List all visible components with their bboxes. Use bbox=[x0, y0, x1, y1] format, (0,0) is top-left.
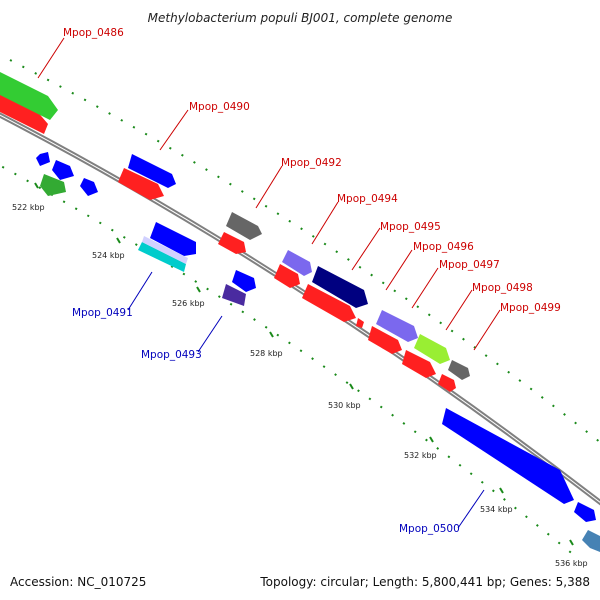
gene-blue-0490[interactable] bbox=[128, 154, 176, 188]
forward-label-group: Mpop_0486 Mpop_0490 Mpop_0492 Mpop_0494 … bbox=[37, 27, 561, 351]
label-mpop-0486[interactable]: Mpop_0486 bbox=[63, 27, 124, 39]
cds-mpop-0495[interactable] bbox=[302, 284, 356, 322]
tick-label-524: 524 kbp bbox=[92, 251, 125, 260]
cds-mpop-0496[interactable] bbox=[368, 326, 402, 354]
forward-cds-track bbox=[0, 92, 456, 392]
label-mpop-0493[interactable]: Mpop_0493 bbox=[141, 349, 202, 361]
outer-feature-track bbox=[0, 72, 470, 380]
tick-label-530: 530 kbp bbox=[328, 401, 361, 410]
reverse-cds-track bbox=[36, 152, 600, 552]
topology-text: Topology: circular; Length: 5,800,441 bp… bbox=[259, 575, 590, 589]
tick-label-528: 528 kbp bbox=[250, 349, 283, 358]
reverse-label-group: Mpop_0491 Mpop_0493 Mpop_0500 bbox=[72, 271, 485, 535]
gene-lime-0497[interactable] bbox=[414, 334, 450, 364]
gene-gray-0492[interactable] bbox=[226, 212, 262, 240]
tick-label-532: 532 kbp bbox=[404, 451, 437, 460]
cds-blue-0500b[interactable] bbox=[574, 502, 596, 522]
cds-green-small[interactable] bbox=[40, 174, 66, 196]
cds-mpop-0490[interactable] bbox=[118, 168, 164, 200]
cds-mpop-0500[interactable] bbox=[442, 408, 574, 504]
ruler-track-inner bbox=[0, 164, 581, 561]
cds-mpop-0494[interactable] bbox=[274, 264, 300, 288]
label-mpop-0495[interactable]: Mpop_0495 bbox=[380, 221, 441, 233]
gene-green-0486[interactable] bbox=[0, 72, 58, 120]
map-title: Methylobacterium populi BJ001, complete … bbox=[148, 11, 453, 25]
gene-lavender-0496[interactable] bbox=[376, 310, 418, 342]
cds-mpop-0497[interactable] bbox=[402, 350, 436, 378]
cds-blue-small-2[interactable] bbox=[52, 160, 74, 180]
cds-mpop-0491-stripe[interactable] bbox=[142, 236, 188, 264]
cds-mpop-0486[interactable] bbox=[0, 92, 48, 134]
cds-mpop-0498[interactable] bbox=[438, 374, 456, 392]
cds-mpop-0493[interactable] bbox=[222, 284, 246, 306]
gene-lavender-0494[interactable] bbox=[282, 250, 312, 276]
label-mpop-0499[interactable]: Mpop_0499 bbox=[500, 302, 561, 314]
tick-label-536: 536 kbp bbox=[555, 559, 588, 568]
cds-blue-0493a[interactable] bbox=[232, 270, 256, 292]
gene-navy-0495[interactable] bbox=[312, 266, 368, 308]
cds-mpop-0491[interactable] bbox=[150, 222, 196, 256]
cds-mpop-0492[interactable] bbox=[218, 232, 246, 254]
ruler-major-ticks bbox=[34, 182, 574, 546]
label-mpop-0494[interactable]: Mpop_0494 bbox=[337, 193, 398, 205]
tick-label-526: 526 kbp bbox=[172, 299, 205, 308]
tick-label-522: 522 kbp bbox=[12, 203, 45, 212]
gene-gray-0499[interactable] bbox=[448, 360, 470, 380]
ruler-track-outer bbox=[9, 59, 600, 444]
cds-mpop-0495b[interactable] bbox=[356, 318, 364, 328]
cds-mpop-0491-cyan[interactable] bbox=[138, 242, 186, 272]
label-mpop-0500[interactable]: Mpop_0500 bbox=[399, 523, 460, 535]
label-mpop-0492[interactable]: Mpop_0492 bbox=[281, 157, 342, 169]
accession-text: Accession: NC_010725 bbox=[10, 575, 146, 589]
cds-steelblue-0500c[interactable] bbox=[582, 530, 600, 552]
label-mpop-0498[interactable]: Mpop_0498 bbox=[472, 282, 533, 294]
genome-backbone bbox=[0, 112, 600, 506]
cds-blue-small-1[interactable] bbox=[36, 152, 50, 166]
cds-blue-small-3[interactable] bbox=[80, 178, 98, 196]
ruler-tick-labels: 522 kbp 524 kbp 526 kbp 528 kbp 530 kbp … bbox=[12, 203, 588, 568]
tick-label-534: 534 kbp bbox=[480, 505, 513, 514]
label-mpop-0496[interactable]: Mpop_0496 bbox=[413, 241, 474, 253]
label-mpop-0491[interactable]: Mpop_0491 bbox=[72, 307, 133, 319]
label-mpop-0490[interactable]: Mpop_0490 bbox=[189, 101, 250, 113]
label-mpop-0497[interactable]: Mpop_0497 bbox=[439, 259, 500, 271]
